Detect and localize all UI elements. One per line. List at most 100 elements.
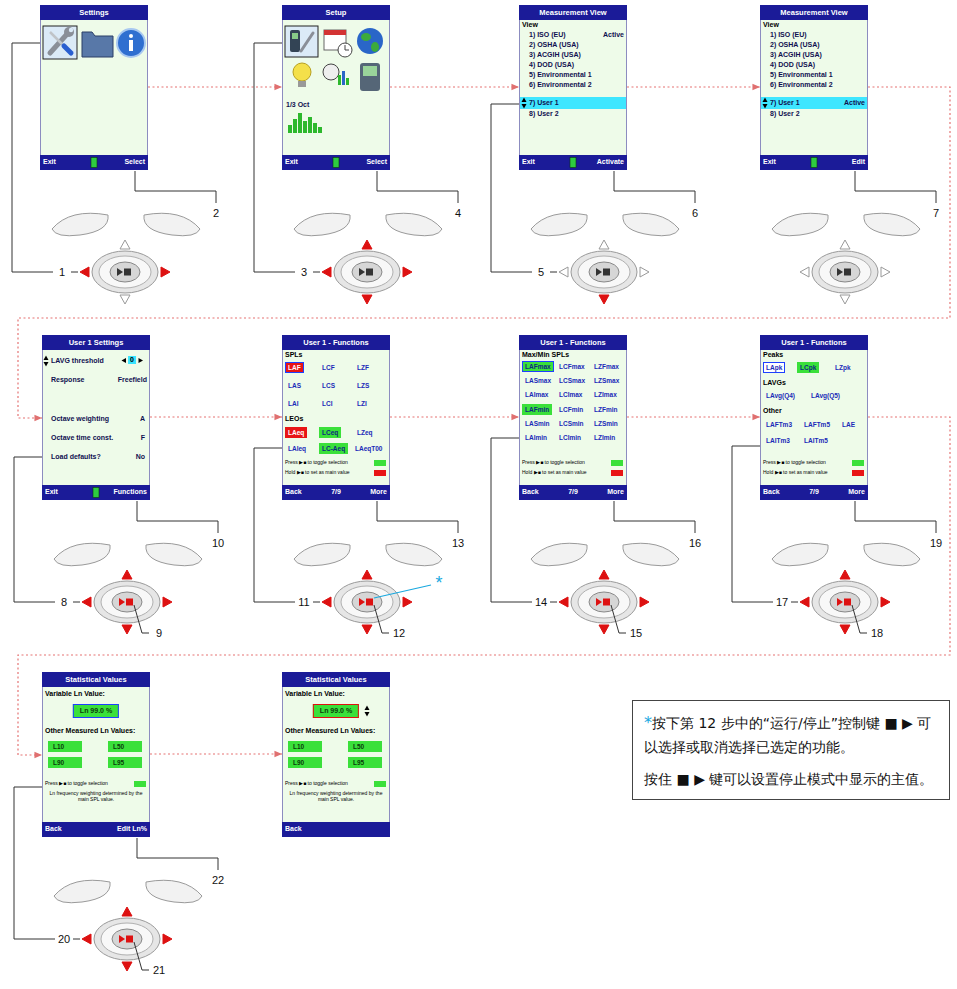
softkey-bar <box>760 485 868 500</box>
softkey-label: Edit <box>852 158 865 166</box>
hint-text: Press ▶■ to toggle selection <box>522 459 585 465</box>
direction-arrow <box>120 240 130 249</box>
ln-value: Ln 99.0 % <box>73 704 119 718</box>
timer-icon <box>338 75 341 85</box>
screen-panel: User 1 SettingsLAVG threshold0ResponseFr… <box>42 335 150 500</box>
battery-icon <box>570 158 576 168</box>
screen-panel: Measurement ViewView1) ISO (EU)Active2) … <box>519 5 627 170</box>
softkey-label: Select <box>366 158 387 166</box>
menu-item: 2) OSHA (USA) <box>770 41 820 49</box>
softkey-bar <box>282 155 390 170</box>
hint-text: Press ▶■ to toggle selection <box>285 780 348 786</box>
function-cell: LZFmax <box>591 361 622 372</box>
battery-icon <box>93 488 99 498</box>
function-cell: LAeqT00 <box>352 443 385 454</box>
direction-arrow <box>120 295 130 304</box>
run-stop-key <box>589 592 619 612</box>
screen-panel: SettingsExitSelect <box>40 5 148 170</box>
section-heading: View <box>522 21 538 29</box>
menu-item: Response <box>51 376 84 384</box>
softkey-label: More <box>607 488 624 496</box>
function-cell: LZeq <box>354 427 376 438</box>
globe-icon <box>371 42 379 52</box>
hint-text: Press ▶■ to toggle selection <box>285 459 348 465</box>
function-cell: LAFTm5 <box>801 419 833 430</box>
softkey-label: More <box>848 488 865 496</box>
function-cell: LAITm3 <box>763 435 793 446</box>
direction-arrow <box>840 240 850 249</box>
globe-icon <box>357 28 383 54</box>
menu-item: Active <box>844 99 865 107</box>
section-heading: Max/Min SPLs <box>522 351 569 359</box>
function-cell: LAITm5 <box>801 435 831 446</box>
leader-line <box>134 605 149 633</box>
softkey-label: Edit Ln% <box>117 825 147 833</box>
direction-arrow <box>122 570 132 579</box>
menu-item: 1) ISO (EU) <box>770 31 807 39</box>
toggle-swatch <box>374 460 386 466</box>
navigation-pad <box>578 586 630 618</box>
callout-number: 18 <box>871 628 883 639</box>
toggle-swatch <box>611 460 623 466</box>
softkey <box>386 543 442 566</box>
selection-arrow <box>44 356 49 361</box>
info-icon <box>129 40 133 51</box>
selection-arrow <box>365 712 370 717</box>
run-stop-symbol <box>366 269 373 276</box>
navigation-pad <box>94 581 160 623</box>
screen-graphic <box>282 5 390 170</box>
softkey <box>144 213 200 236</box>
screen-title: Setup <box>326 8 347 17</box>
screen-panel: User 1 - FunctionsMax/Min SPLsLAFmaxLCFm… <box>519 335 627 500</box>
menu-item: No <box>136 453 145 461</box>
function-cell: LZF <box>354 362 372 373</box>
callout-number: 1 <box>59 267 65 278</box>
function-cell: LZS <box>354 380 372 391</box>
leader-line <box>855 171 936 203</box>
screen-panel: User 1 - FunctionsSPLsLAFLCFLZFLASLCSLZS… <box>282 335 390 500</box>
navigation-pad <box>571 581 637 623</box>
note-text: 按住 ■ ▶ 键可以设置停止模式中显示的主值。 <box>644 771 933 787</box>
menu-item: Load defaults? <box>51 453 101 461</box>
title-bar <box>760 5 868 20</box>
direction-arrow <box>599 295 609 304</box>
function-cell: LZSmin <box>591 418 621 429</box>
menu-item: LAVG threshold <box>51 357 104 365</box>
navigation-pad <box>99 256 151 288</box>
run-stop-symbol <box>126 936 133 943</box>
callout-number: 17 <box>776 597 788 608</box>
screen-title: User 1 - Functions <box>303 338 368 347</box>
function-cell: LZFmin <box>591 404 620 415</box>
direction-arrow <box>362 570 372 579</box>
function-cell: LZpk <box>832 362 854 373</box>
navigation-pad <box>94 918 160 960</box>
run-stop-key <box>112 929 142 949</box>
function-cell: LCSmax <box>556 375 588 386</box>
function-cell: LZImax <box>591 389 620 400</box>
selection-arrow <box>44 362 49 367</box>
selection-frame <box>285 26 318 57</box>
meter-icon <box>363 66 377 76</box>
screen-title: Statistical Values <box>305 675 366 684</box>
bulb-icon <box>298 81 306 87</box>
softkey <box>531 213 587 236</box>
leader-line <box>614 171 695 203</box>
direction-arrow <box>82 597 91 607</box>
navigation-pad <box>812 581 878 623</box>
callout-number: 21 <box>153 965 165 976</box>
direction-arrow <box>599 240 609 249</box>
menu-item: 2) OSHA (USA) <box>529 41 579 49</box>
run-stop-symbol <box>837 268 843 276</box>
hint-text: Ln frequency weighting determined by the… <box>46 790 146 802</box>
ln-cell: L95 <box>108 757 142 768</box>
callout-number: 4 <box>455 208 461 219</box>
ln-cell: L50 <box>348 741 382 752</box>
function-cell: LCImin <box>556 432 584 443</box>
function-cell: LASmax <box>522 375 554 386</box>
menu-item: 1/3 Oct <box>286 101 309 109</box>
navigation-pad <box>578 256 630 288</box>
wrench-icon <box>64 27 74 37</box>
softkey-label: Back <box>285 488 302 496</box>
function-cell: LAF <box>285 362 304 373</box>
ln-value: Ln 99.0 % <box>313 704 359 718</box>
